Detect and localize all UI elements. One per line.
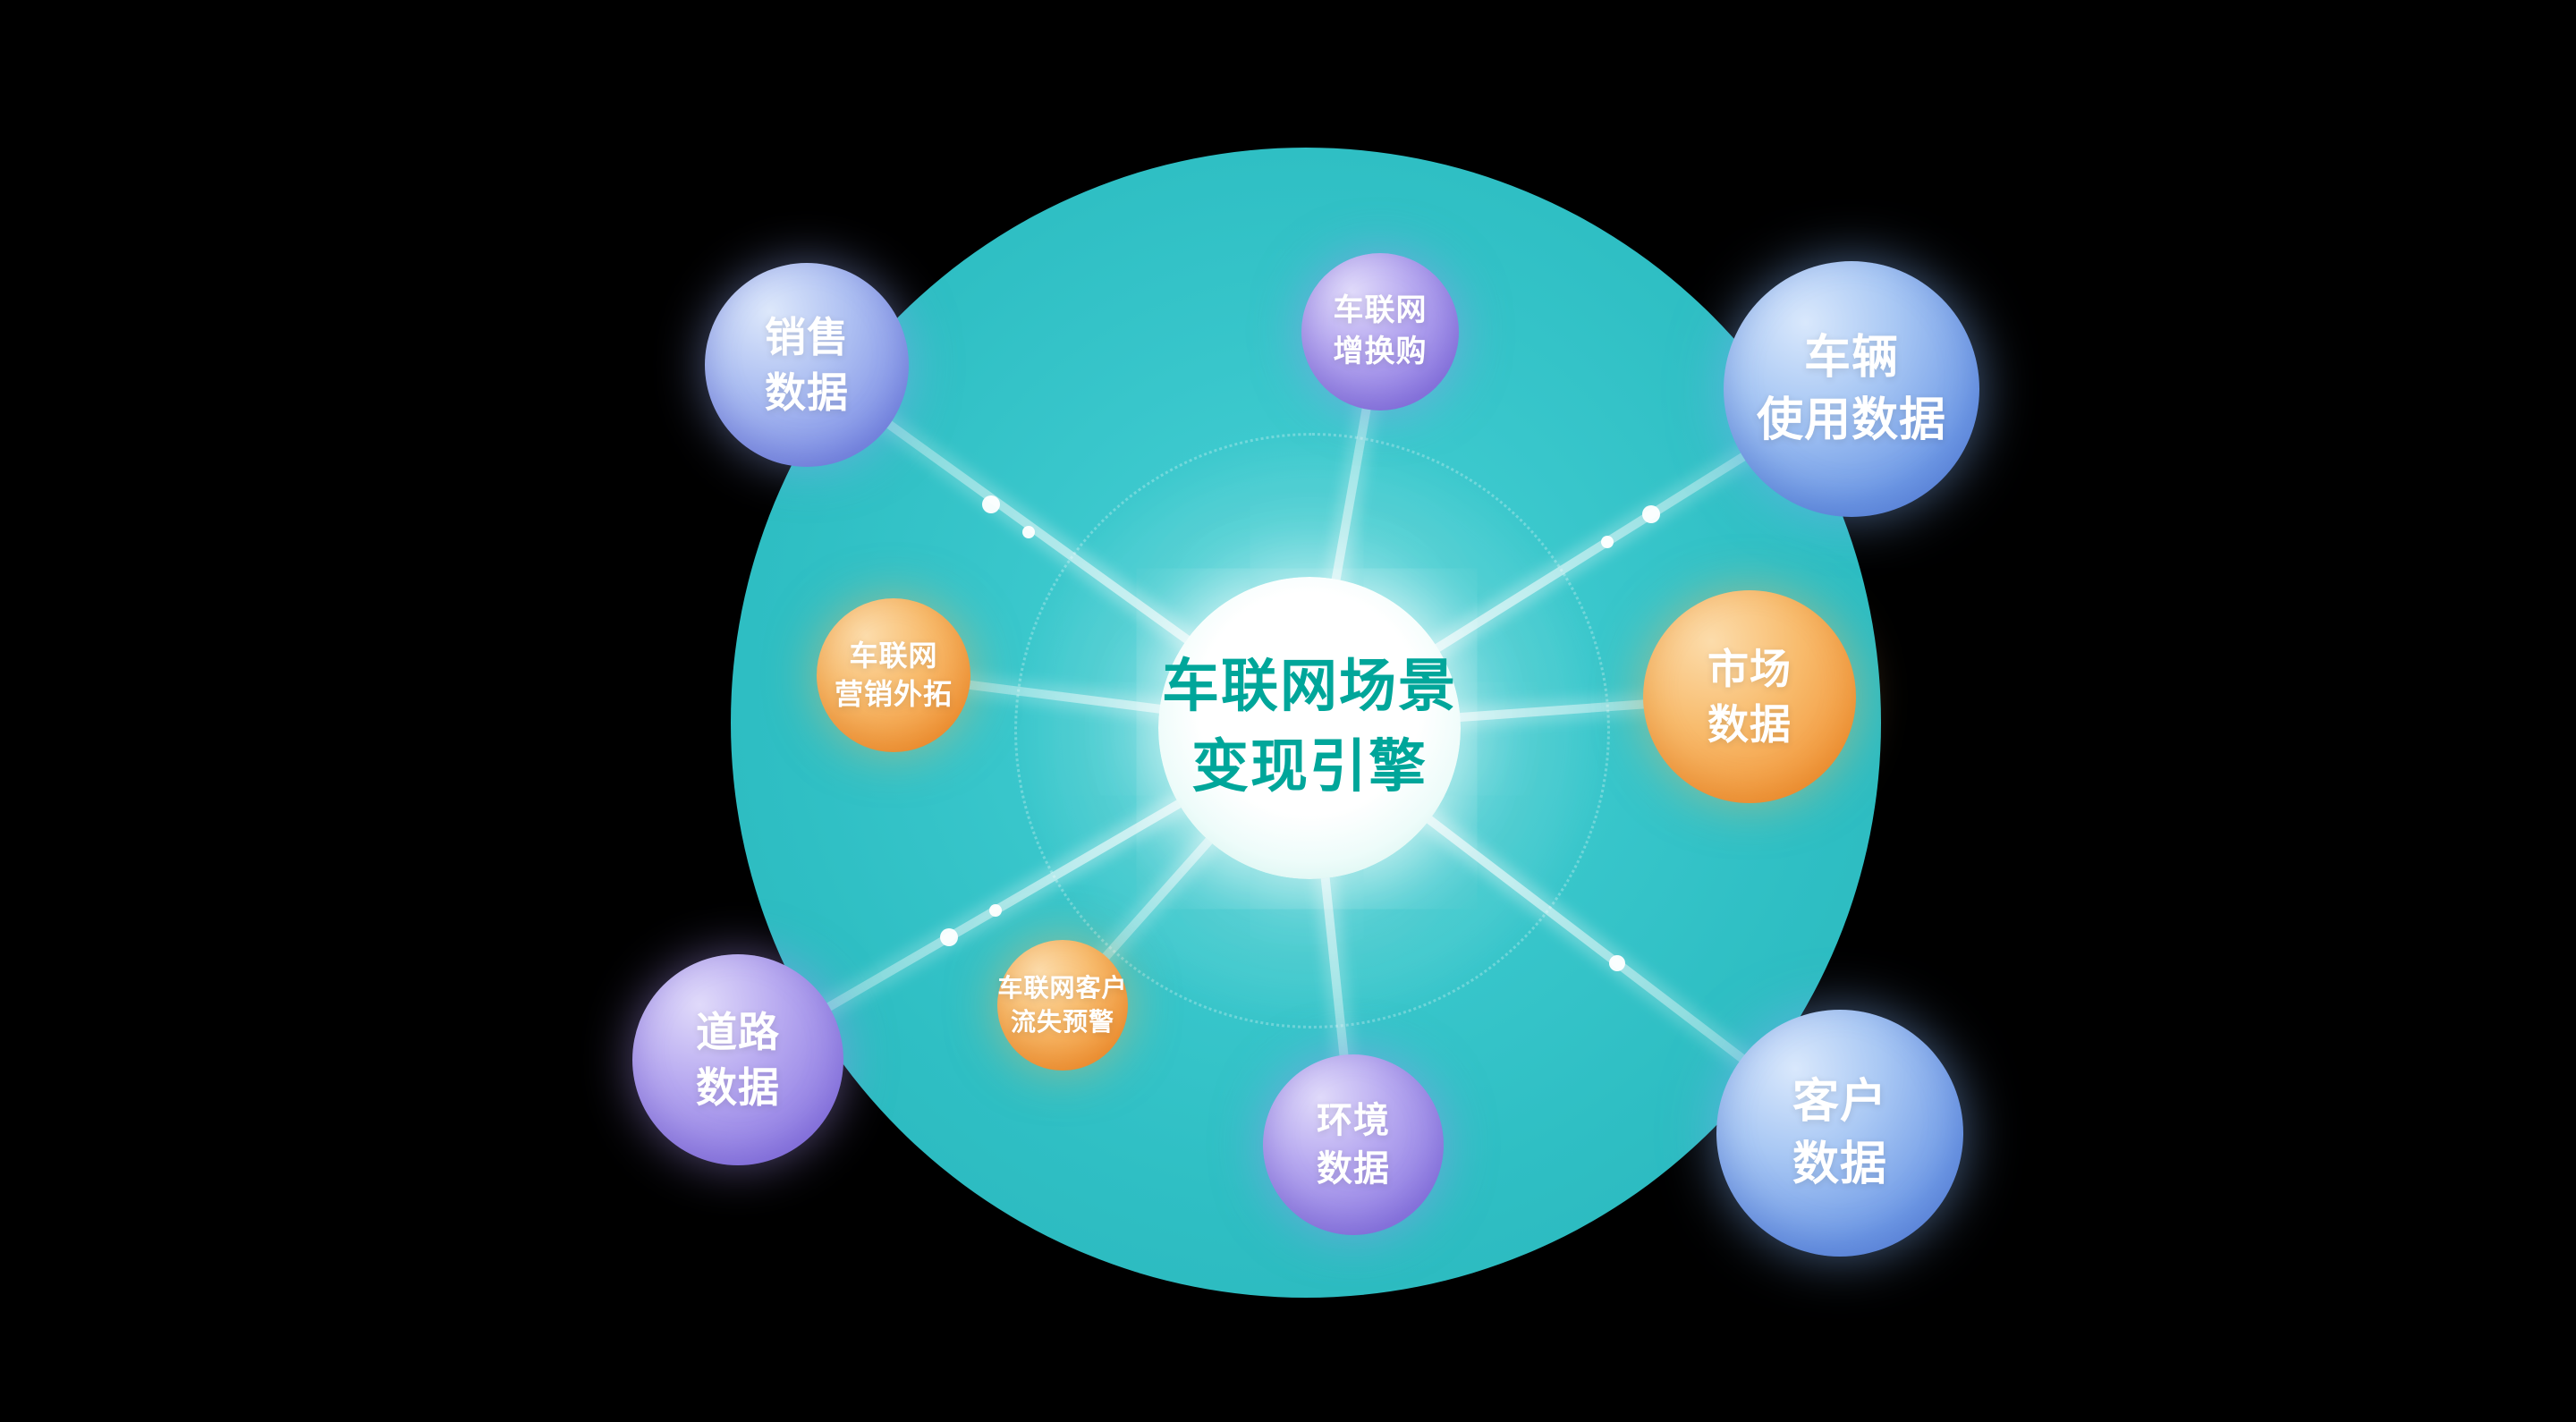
node-road-data: 道路 数据 <box>632 954 843 1165</box>
center-engine-circle: 车联网场景 变现引擎 <box>1158 577 1461 879</box>
node-label: 销售 数据 <box>765 312 849 417</box>
node-market-data: 市场 数据 <box>1643 590 1856 803</box>
node-iov-marketing-expand: 车联网 营销外拓 <box>817 598 970 752</box>
node-label: 车辆 使用数据 <box>1756 330 1946 447</box>
node-label: 客户 数据 <box>1792 1074 1887 1191</box>
node-label: 车联网 营销外拓 <box>834 638 953 711</box>
node-label: 市场 数据 <box>1707 644 1792 749</box>
beam-dots <box>940 495 1660 971</box>
center-title: 车联网场景 变现引擎 <box>1162 654 1457 800</box>
node-label: 车联网 增换购 <box>1333 292 1428 369</box>
node-customer-data: 客户 数据 <box>1716 1010 1963 1257</box>
node-sales-data: 销售 数据 <box>705 263 909 467</box>
node-iov-churn-warning: 车联网客户 流失预警 <box>997 940 1128 1071</box>
node-vehicle-usage-data: 车辆 使用数据 <box>1724 261 1979 517</box>
node-label: 环境 数据 <box>1317 1100 1390 1189</box>
node-label: 车联网客户 流失预警 <box>997 973 1128 1037</box>
node-iov-trade-in: 车联网 增换购 <box>1301 253 1459 411</box>
node-environment-data: 环境 数据 <box>1263 1054 1444 1235</box>
node-label: 道路 数据 <box>696 1007 780 1112</box>
